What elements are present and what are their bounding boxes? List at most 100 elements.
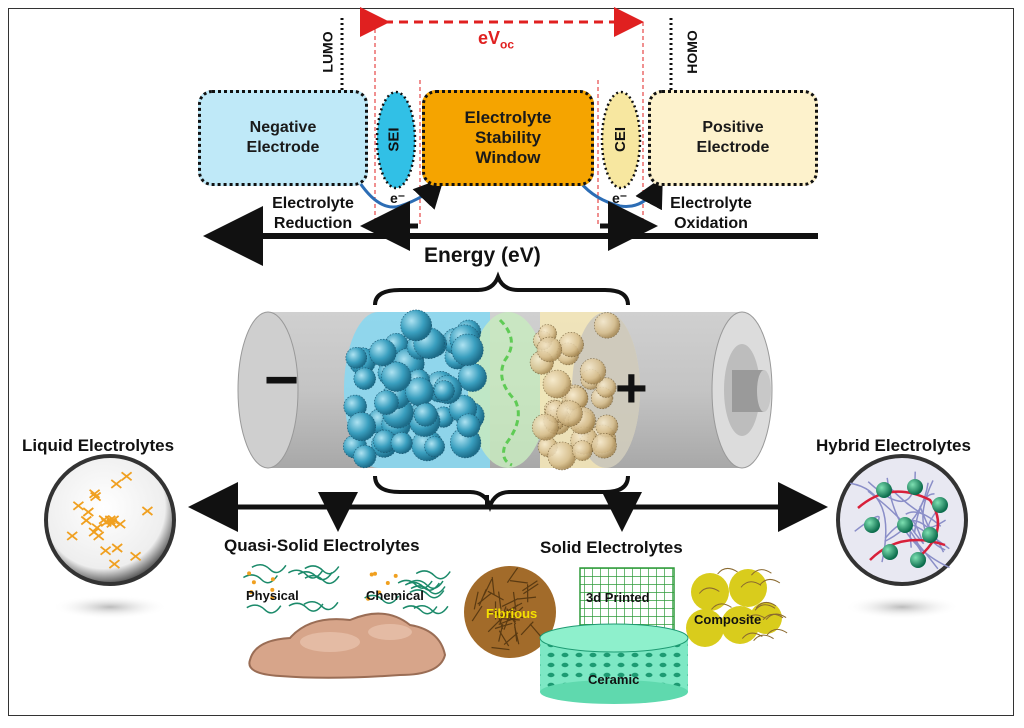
solvent-molecule xyxy=(108,559,120,569)
physical-label: Physical xyxy=(246,588,299,603)
anode-particle xyxy=(373,390,399,415)
anode-particle xyxy=(433,380,455,402)
solvent-molecule xyxy=(90,491,102,502)
solvent-molecule xyxy=(80,515,92,526)
fiber-strand xyxy=(501,598,519,607)
fiber-strand xyxy=(520,621,534,636)
anode-particle xyxy=(456,413,481,438)
network-node xyxy=(249,590,254,595)
solvent-molecule xyxy=(130,551,142,562)
network-strand xyxy=(408,579,444,590)
network-node xyxy=(247,571,252,576)
composite-fiber xyxy=(766,628,788,636)
separator-fibers xyxy=(498,318,520,467)
network-strand xyxy=(251,564,287,574)
network-strand xyxy=(303,601,339,611)
solvent-molecule xyxy=(108,515,120,525)
solvent-molecule xyxy=(89,489,101,499)
fiber-strand xyxy=(505,614,524,619)
top-brace xyxy=(373,271,630,306)
composite-fiber xyxy=(765,613,787,620)
network-node xyxy=(385,581,390,585)
fiber-strand xyxy=(477,592,493,605)
composite-fiber xyxy=(744,614,766,621)
anode-particle xyxy=(400,309,433,342)
cei-ellipse xyxy=(600,90,642,190)
anode-particle xyxy=(353,367,376,390)
filler-bead xyxy=(932,497,948,513)
composite-fiber xyxy=(717,568,738,575)
solvent-molecule xyxy=(91,523,103,533)
fiber-strand xyxy=(494,622,513,630)
electron-left-label: e⁻ xyxy=(390,190,406,206)
cathode-particle xyxy=(572,440,593,461)
fiber-strand xyxy=(471,605,483,622)
polymer-chain xyxy=(869,538,946,561)
filler-bead xyxy=(876,482,892,498)
solvent-molecule xyxy=(82,507,94,517)
fiber-strand xyxy=(487,590,504,601)
polymer-fiber xyxy=(913,493,935,533)
fiber-strand xyxy=(498,591,502,610)
network-strand xyxy=(288,602,324,612)
fiber-strand xyxy=(509,580,528,584)
evoc-main: eV xyxy=(478,28,501,48)
anode-particle xyxy=(451,333,484,366)
stability-window-box: Electrolyte Stability Window xyxy=(422,90,594,186)
network-node xyxy=(251,580,256,585)
bottom-brace xyxy=(373,475,630,512)
composite-fiber xyxy=(740,581,762,588)
solvent-molecule xyxy=(111,543,123,553)
fiber-strand xyxy=(513,623,518,642)
positive-electrode-label: Positive Electrode xyxy=(696,119,770,156)
polymer-fiber xyxy=(928,512,946,528)
fiber-strand xyxy=(523,583,539,595)
cathode-particle xyxy=(536,336,563,363)
cei-label: CEI xyxy=(612,126,630,153)
network-node xyxy=(393,573,398,578)
filler-bead xyxy=(922,527,938,543)
energy-axis-label: Energy (eV) xyxy=(424,244,541,267)
composite-fiber xyxy=(698,587,720,594)
hybrid-electrolytes-label: Hybrid Electrolytes xyxy=(816,436,971,455)
network-node xyxy=(270,587,275,592)
cathode-particle xyxy=(542,369,572,399)
polymer-fiber xyxy=(884,482,929,543)
cathode-particle xyxy=(595,377,617,398)
quasi-solid-label: Quasi-Solid Electrolytes xyxy=(224,536,420,555)
anode-particle xyxy=(346,412,376,442)
oxidation-label: Electrolyte Oxidation xyxy=(670,195,752,232)
solid-illustration xyxy=(464,566,788,704)
solvent-molecule xyxy=(110,479,122,489)
network-strand xyxy=(415,570,451,580)
composite-fiber xyxy=(755,602,777,609)
evoc-subscript: oc xyxy=(500,37,515,52)
evoc-label: eVoc xyxy=(478,28,514,52)
fiber-strand xyxy=(473,591,479,610)
solvent-molecule xyxy=(141,506,153,516)
network-strand xyxy=(304,574,340,585)
composite-fiber xyxy=(711,603,732,610)
fiber-strand xyxy=(491,576,495,595)
liquid-electrolyte-ball xyxy=(44,454,176,619)
fiber-strand xyxy=(503,632,519,646)
solvent-molecule xyxy=(93,531,105,541)
cathode-particle xyxy=(591,433,617,459)
filler-bead xyxy=(897,517,913,533)
cathode-particle xyxy=(595,414,619,438)
hybrid-electrolyte-ball xyxy=(836,454,968,619)
fiber-strand xyxy=(501,618,520,621)
fiber-strand xyxy=(487,611,505,618)
sei-ellipse xyxy=(375,90,417,190)
filler-bead xyxy=(910,552,926,568)
quasi-solid-illustration xyxy=(243,564,451,679)
anode-particle xyxy=(345,346,368,369)
lumo-label: LUMO xyxy=(319,31,336,73)
cathode-particle xyxy=(579,358,607,385)
anode-particle xyxy=(369,338,397,367)
network-strand xyxy=(402,605,438,615)
cathode-particle xyxy=(558,332,584,358)
network-strand xyxy=(304,565,340,575)
composite-fiber xyxy=(754,604,776,611)
